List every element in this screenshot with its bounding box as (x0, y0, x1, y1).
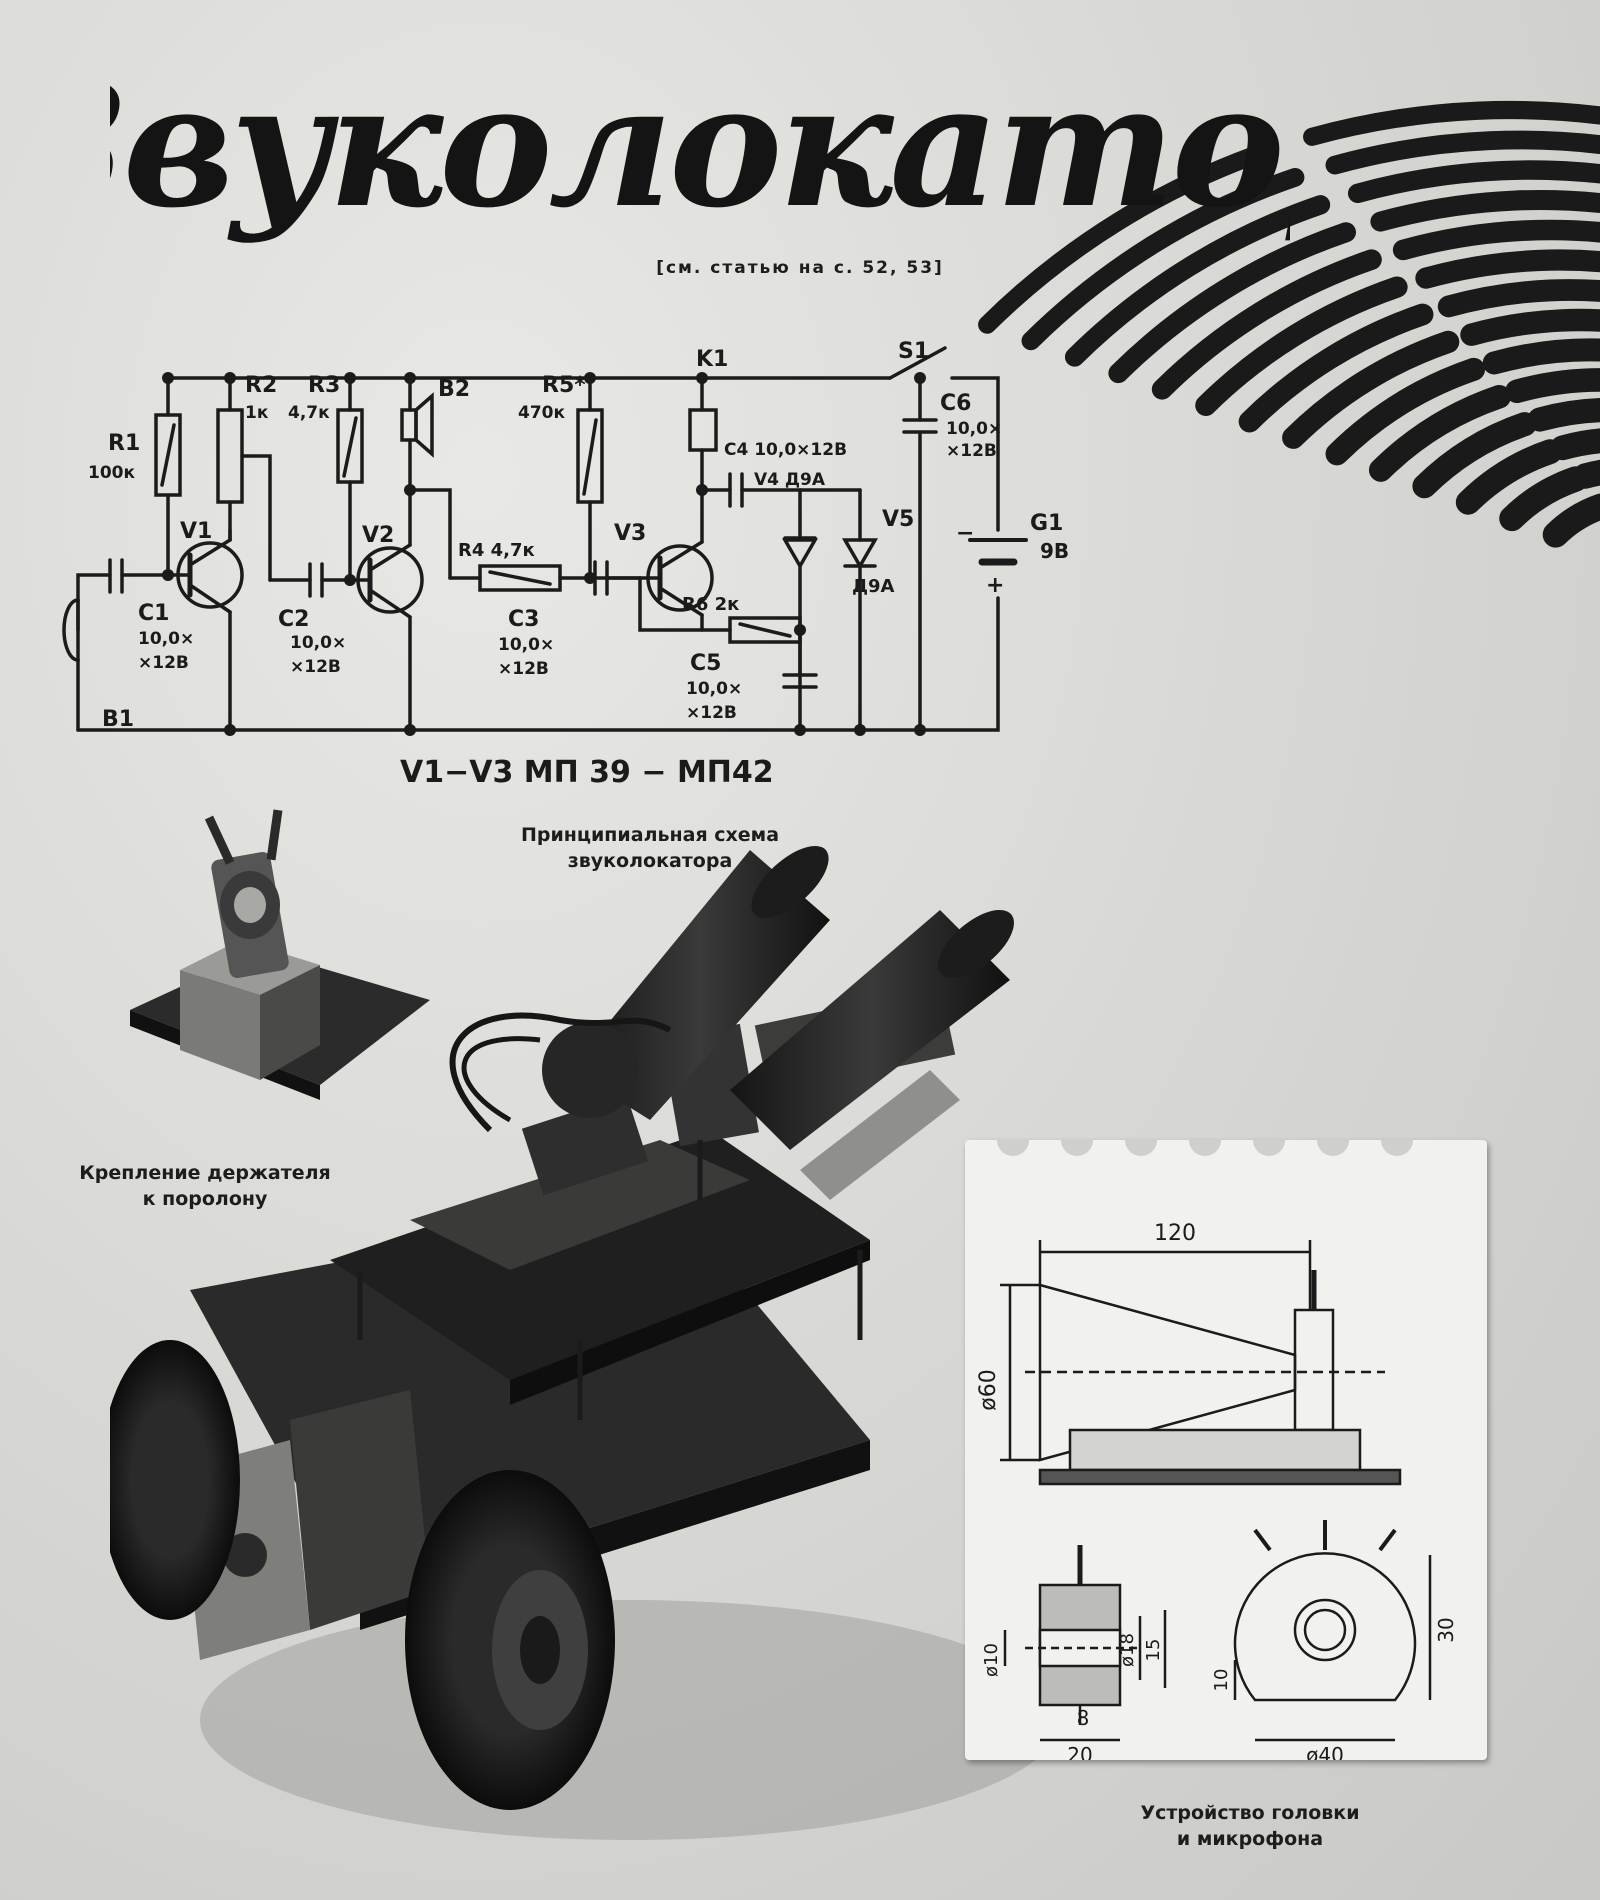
schematic-caption-line-2: звуколокатора (567, 850, 733, 872)
sound-wave-stroke (1325, 338, 1600, 466)
holder-photo (130, 809, 430, 1100)
sound-wave-stroke (1195, 249, 1600, 417)
dim-mic-8: 8 (1077, 1706, 1090, 1730)
label-b2: B2 (438, 377, 470, 402)
holder-caption-line-2: к поролону (142, 1188, 268, 1210)
label-c2-value-2: ×12В (290, 657, 341, 677)
label-r4: R4 4,7к (458, 540, 535, 561)
label-r2: R2 (245, 373, 277, 398)
page-title: Звуколокатор (110, 46, 1290, 246)
label-c3-value-2: ×12В (498, 659, 549, 679)
sound-wave-stroke (1499, 459, 1600, 532)
label-c6-value-1: 10,0× (946, 419, 1002, 439)
label-r1: R1 (108, 431, 140, 456)
head-caption-line-1: Устройство головки (1140, 1802, 1360, 1824)
label-c4: C4 10,0×12В (724, 440, 847, 460)
label-v5-value: Д9А (852, 576, 895, 597)
label-c5-value-1: 10,0× (686, 679, 742, 699)
subtitle: [см. статью на с. 52, 53] (656, 258, 944, 278)
label-c6: C6 (940, 391, 971, 416)
label-c2: C2 (278, 607, 309, 632)
sound-wave-stroke (1368, 368, 1600, 482)
label-r2-value: 1к (245, 403, 269, 423)
head-caption-line-2: и микрофона (1176, 1828, 1324, 1850)
sound-waves-graphic (978, 100, 1600, 548)
label-v4: V4 Д9А (754, 470, 826, 490)
holder-caption: Крепление держателя к поролону (30, 1160, 380, 1212)
head-caption: Устройство головки и микрофона (1020, 1800, 1480, 1852)
holder-caption-line-1: Крепление держателя (79, 1162, 331, 1184)
label-c5-value-2: ×12В (686, 703, 737, 723)
dim-mic-d10: ø10 (981, 1643, 1002, 1677)
label-c3: C3 (508, 607, 539, 632)
sound-wave-stroke (1542, 493, 1600, 548)
label-c1-value-2: ×12В (138, 653, 189, 673)
label-r1-value: 100к (88, 463, 135, 483)
sound-wave-stroke (1108, 190, 1600, 384)
schematic-caption: Принципиальная схема звуколокатора (440, 822, 860, 874)
label-c5: C5 (690, 651, 721, 676)
sound-wave-stroke (1282, 308, 1600, 449)
sound-wave-stroke (1064, 160, 1600, 367)
dim-mic-15: 15 (1143, 1639, 1164, 1662)
label-r5-value: 470к (518, 403, 565, 423)
label-s1: S1 (898, 339, 929, 364)
sound-wave-stroke (1455, 428, 1600, 515)
label-battery-plus: + (986, 573, 1004, 598)
label-c2-value-1: 10,0× (290, 633, 346, 653)
sound-wave-stroke (1412, 398, 1600, 499)
circuit-schematic: S1 R1 100к R2 1к R3 4,7к B2 R5* 470к K1 … (62, 339, 1069, 790)
transistor-type-note: V1−V3 МП 39 − МП42 (400, 755, 774, 790)
head-drawing-card: 120 ø60 ø10 ø18 15 8 20 10 30 ø40 (965, 1140, 1487, 1760)
label-b1: B1 (102, 707, 134, 732)
label-v5: V5 (882, 507, 914, 532)
dim-mic-20: 20 (1067, 1743, 1092, 1760)
label-k1: K1 (696, 347, 728, 372)
label-c1-value-1: 10,0× (138, 629, 194, 649)
dim-head-d40: ø40 (1306, 1743, 1344, 1760)
robot-photo (110, 845, 1060, 1840)
title-text: Звуколокатор (110, 46, 1290, 246)
label-r3: R3 (308, 373, 340, 398)
label-v1: V1 (180, 519, 212, 544)
label-battery-minus: − (956, 521, 974, 546)
sound-wave-stroke (1238, 279, 1600, 433)
label-c1: C1 (138, 601, 169, 626)
label-g1-value: 9В (1040, 539, 1069, 563)
head-and-microphone-drawing: 120 ø60 ø10 ø18 15 8 20 10 30 ø40 (976, 1140, 1458, 1760)
dim-head-30: 30 (1434, 1617, 1458, 1642)
dim-mic-d18: ø18 (1117, 1633, 1138, 1667)
label-c6-value-2: ×12В (946, 441, 997, 461)
sound-wave-stroke (1021, 130, 1600, 351)
label-r6: R6 2к (682, 594, 739, 615)
label-g1: G1 (1030, 511, 1063, 536)
label-r3-value: 4,7к (288, 403, 330, 423)
label-v2: V2 (362, 523, 394, 548)
label-r5: R5* (542, 373, 586, 398)
label-c3-value-1: 10,0× (498, 635, 554, 655)
schematic-caption-line-1: Принципиальная схема (520, 824, 780, 846)
dim-head-10: 10 (1211, 1669, 1232, 1692)
dim-horn-diameter: ø60 (976, 1369, 1001, 1410)
sound-wave-stroke (1151, 219, 1600, 400)
label-v3: V3 (614, 521, 646, 546)
dim-horn-length: 120 (1154, 1221, 1196, 1246)
